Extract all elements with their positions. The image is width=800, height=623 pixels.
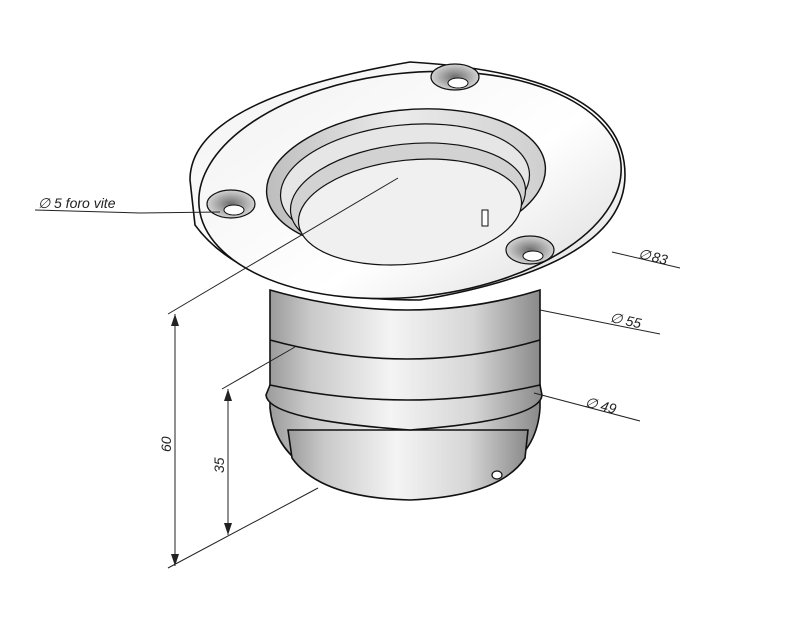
- dimension-lines: [34, 177, 681, 569]
- dimension-labels: ∅ 5 foro vite ∅ 83 ∅ 55 ∅ 49 60 35: [38, 195, 670, 473]
- diameter-symbol-83: ∅: [637, 245, 653, 264]
- screw-hole-left: [206, 189, 256, 219]
- inner-slot: [481, 209, 489, 227]
- screw-hole-top: [430, 63, 480, 91]
- flange: [189, 61, 626, 301]
- height-60-label: 60: [158, 436, 174, 452]
- screw-hole-right: [505, 235, 555, 265]
- notch: [491, 470, 503, 480]
- diameter-83-label: 83: [650, 249, 669, 268]
- screw-holes: [206, 63, 555, 265]
- diameter-symbol-55: ∅: [609, 309, 625, 327]
- diameter-symbol-49: ∅: [584, 394, 600, 413]
- groove-ring-lower: [265, 384, 543, 431]
- groove-ring-upper: [269, 339, 541, 360]
- height-35-label: 35: [211, 457, 227, 473]
- diameter-55-label: 55: [624, 312, 643, 331]
- diameter-49-label: 49: [599, 397, 618, 416]
- diameter-symbol-screw: ∅: [38, 195, 51, 211]
- pipe-body: [265, 288, 543, 501]
- screw-hole-label: 5 foro vite: [54, 195, 116, 211]
